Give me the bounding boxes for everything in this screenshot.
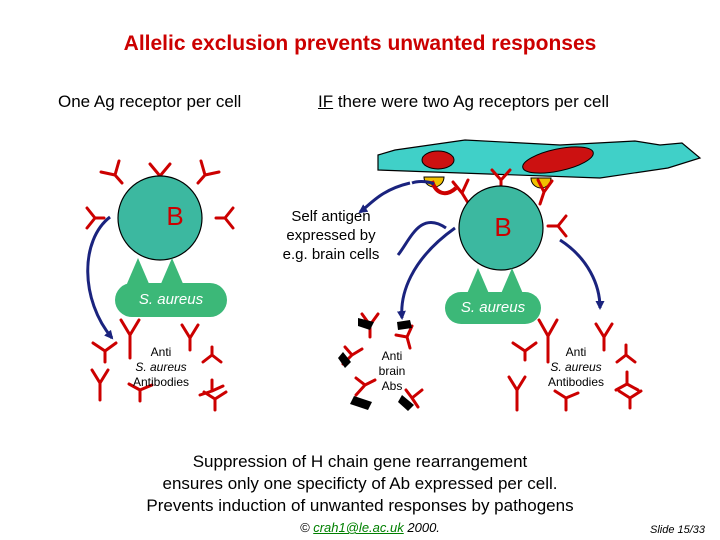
left-b-cell-receptors: [85, 159, 235, 230]
left-arrow: [86, 215, 114, 340]
right-bacterium-label: S. aureus: [460, 299, 526, 316]
self-antigen-arrow: [358, 181, 411, 214]
right-antibodies-label: Anti S. aureus Antibodies: [536, 345, 616, 390]
left-antibodies: [90, 318, 228, 412]
right-b-cell-receptors: [451, 168, 568, 238]
copyright-symbol: ©: [300, 520, 310, 535]
left-bacterium-label: S. aureus: [138, 291, 204, 308]
right-ab-line-3: Antibodies: [547, 375, 605, 389]
summary-line-2: ensures only one specificty of Ab expres…: [162, 474, 558, 493]
self-antigen-line-3: e.g. brain cells: [282, 246, 380, 263]
self-antigen-arrow-link: [411, 179, 435, 186]
left-bacterium: [115, 258, 227, 317]
right-b-cell-label: B: [494, 212, 512, 242]
right-ab-line-2: S. aureus: [550, 360, 602, 374]
left-ab-line-2: S. aureus: [135, 360, 187, 374]
right-arrow-link: [396, 220, 447, 256]
right-heading: IF there were two Ag receptors per cell: [318, 92, 609, 112]
slide-number: Slide 15/33: [650, 524, 706, 536]
right-heading-rest: there were two Ag receptors per cell: [333, 92, 610, 111]
brain-abs-arrow: [396, 226, 456, 320]
brain-cell: [377, 139, 702, 179]
right-ab-line-1: Anti: [565, 345, 587, 359]
copyright-email-link[interactable]: crah1@le.ac.uk: [313, 520, 404, 535]
left-b-cell: [117, 175, 203, 261]
left-antibodies-label: Anti S. aureus Antibodies: [121, 345, 201, 390]
right-antibodies: [507, 318, 643, 412]
self-antigen-line-1: Self antigen: [291, 208, 371, 225]
summary-line-1: Suppression of H chain gene rearrangemen…: [192, 452, 528, 471]
right-bacterium: [445, 268, 541, 324]
left-b-cell-label: B: [166, 201, 184, 231]
if-word: IF: [318, 92, 334, 111]
slide-title: Allelic exclusion prevents unwanted resp…: [123, 32, 597, 55]
right-antibodies-arrow: [559, 238, 605, 310]
self-antigen-label: Self antigen expressed by e.g. brain cel…: [262, 207, 400, 264]
summary-line-3: Prevents induction of unwanted responses…: [146, 496, 574, 515]
summary-text: Suppression of H chain gene rearrangemen…: [0, 451, 720, 517]
brain-ab-line-1: Anti: [381, 349, 403, 363]
brain-abs-bound-antigen: [338, 318, 414, 411]
self-antigen-line-2: expressed by: [286, 227, 376, 244]
copyright-line: © crah1@le.ac.uk 2000.: [300, 520, 440, 535]
self-antigen-markers: [423, 176, 552, 189]
left-ab-line-3: Antibodies: [132, 375, 190, 389]
left-ab-line-1: Anti: [150, 345, 172, 359]
brain-ab-line-3: Abs: [381, 379, 403, 393]
copyright-year: 2000.: [407, 520, 440, 535]
brain-antibodies-label: Anti brain Abs: [369, 349, 415, 394]
right-b-cell: [458, 185, 544, 271]
left-heading: One Ag receptor per cell: [58, 92, 242, 111]
brain-ab-line-2: brain: [378, 364, 406, 378]
